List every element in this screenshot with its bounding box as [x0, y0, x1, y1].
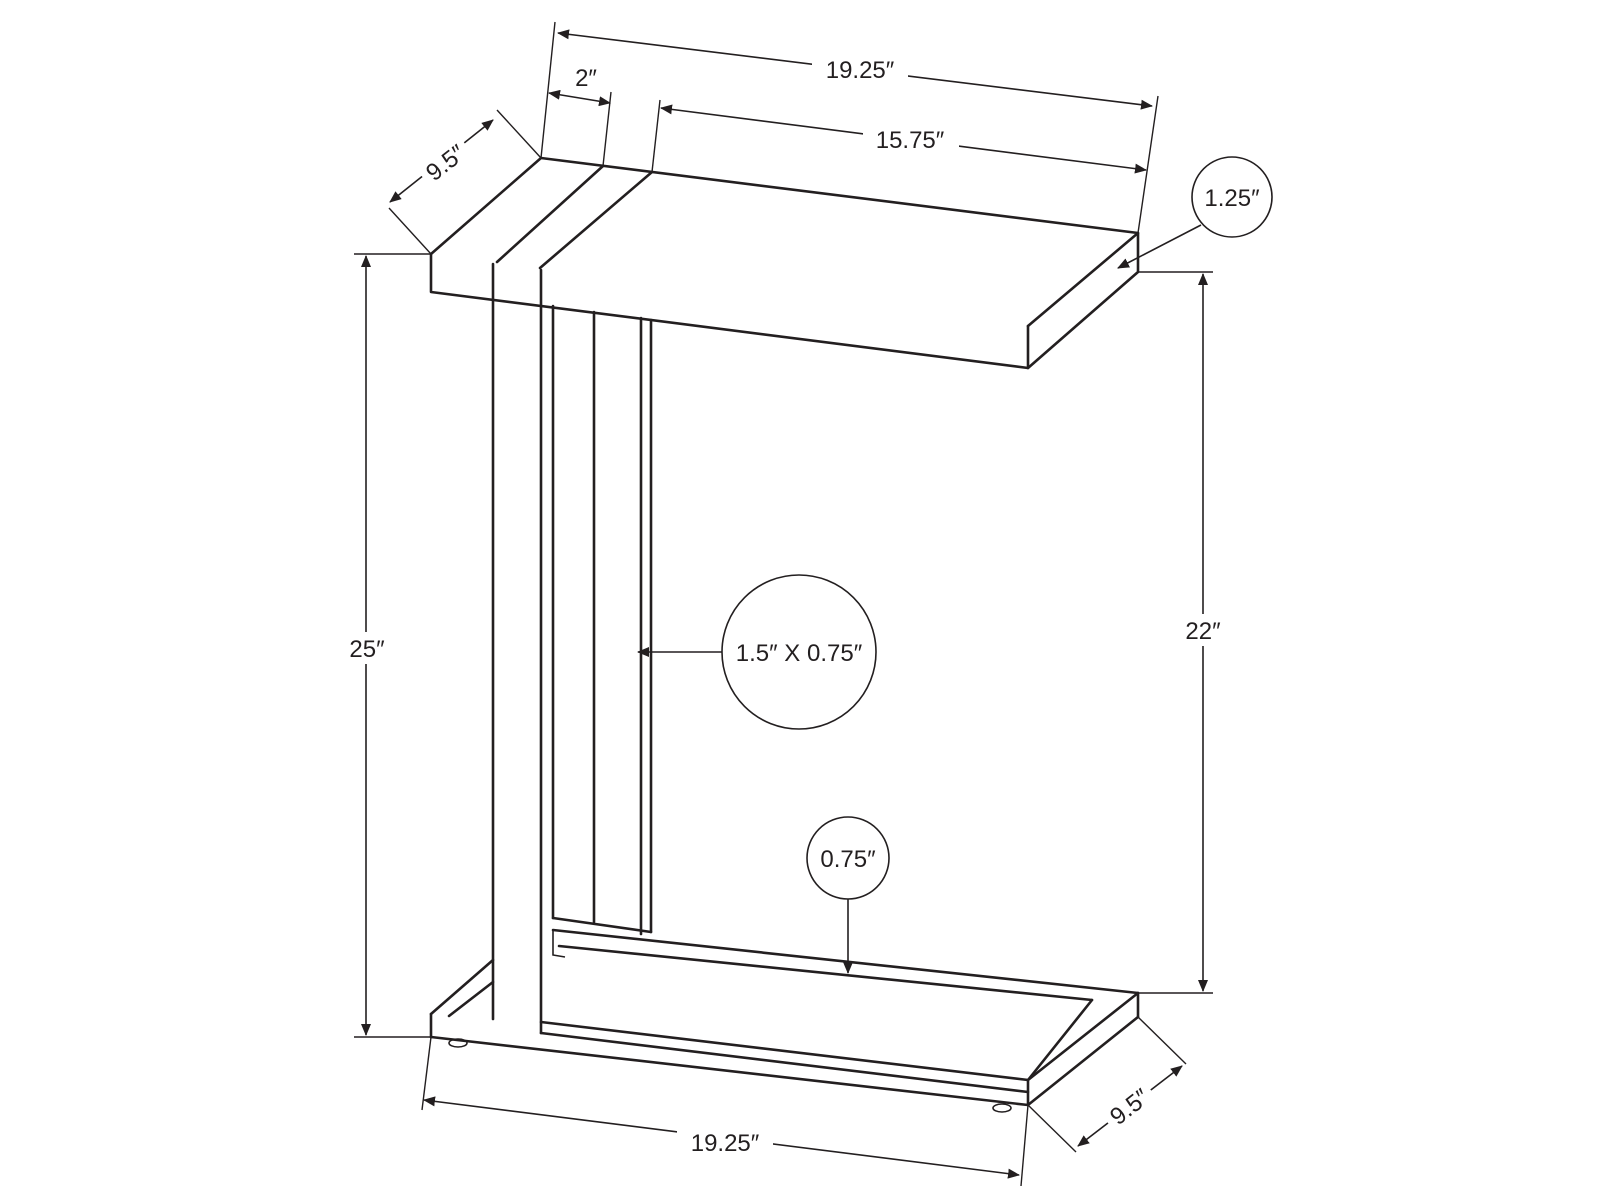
dim-top-span-label: 15.75″ [876, 127, 945, 154]
dim-overall-height-label: 25″ [349, 636, 385, 663]
dim-clearance-height-label: 22″ [1185, 618, 1221, 645]
dim-base-width: 19.25″ [677, 1124, 773, 1158]
callout-top-thickness: 1.25″ [1191, 156, 1273, 238]
dim-post-width-label: 2″ [575, 65, 597, 92]
dim-top-span: 15.75″ [863, 122, 959, 156]
dim-overall-height: 25″ [344, 632, 390, 664]
dim-base-width-label: 19.25″ [691, 1130, 760, 1157]
base-frame [429, 916, 1140, 1113]
dim-post-width: 2″ [568, 64, 608, 92]
callout-base-tube-label: 0.75″ [820, 846, 876, 873]
table-top [429, 156, 1140, 370]
callout-top-thickness-label: 1.25″ [1204, 185, 1260, 212]
dim-clearance-height: 22″ [1180, 614, 1226, 646]
dim-top-width-label: 19.25″ [826, 57, 895, 84]
extension-lines [354, 21, 1213, 1187]
callout-tube-size-label: 1.5″ X 0.75″ [736, 640, 863, 667]
dim-base-depth: 9.5″ [1099, 1078, 1159, 1134]
callout-base-tube: 0.75″ [806, 816, 890, 900]
dim-top-width: 19.25″ [812, 52, 908, 86]
dim-top-depth: 9.5″ [415, 134, 475, 190]
upright-post [491, 262, 653, 1035]
callout-tube-size: 1.5″ X 0.75″ [721, 574, 877, 730]
